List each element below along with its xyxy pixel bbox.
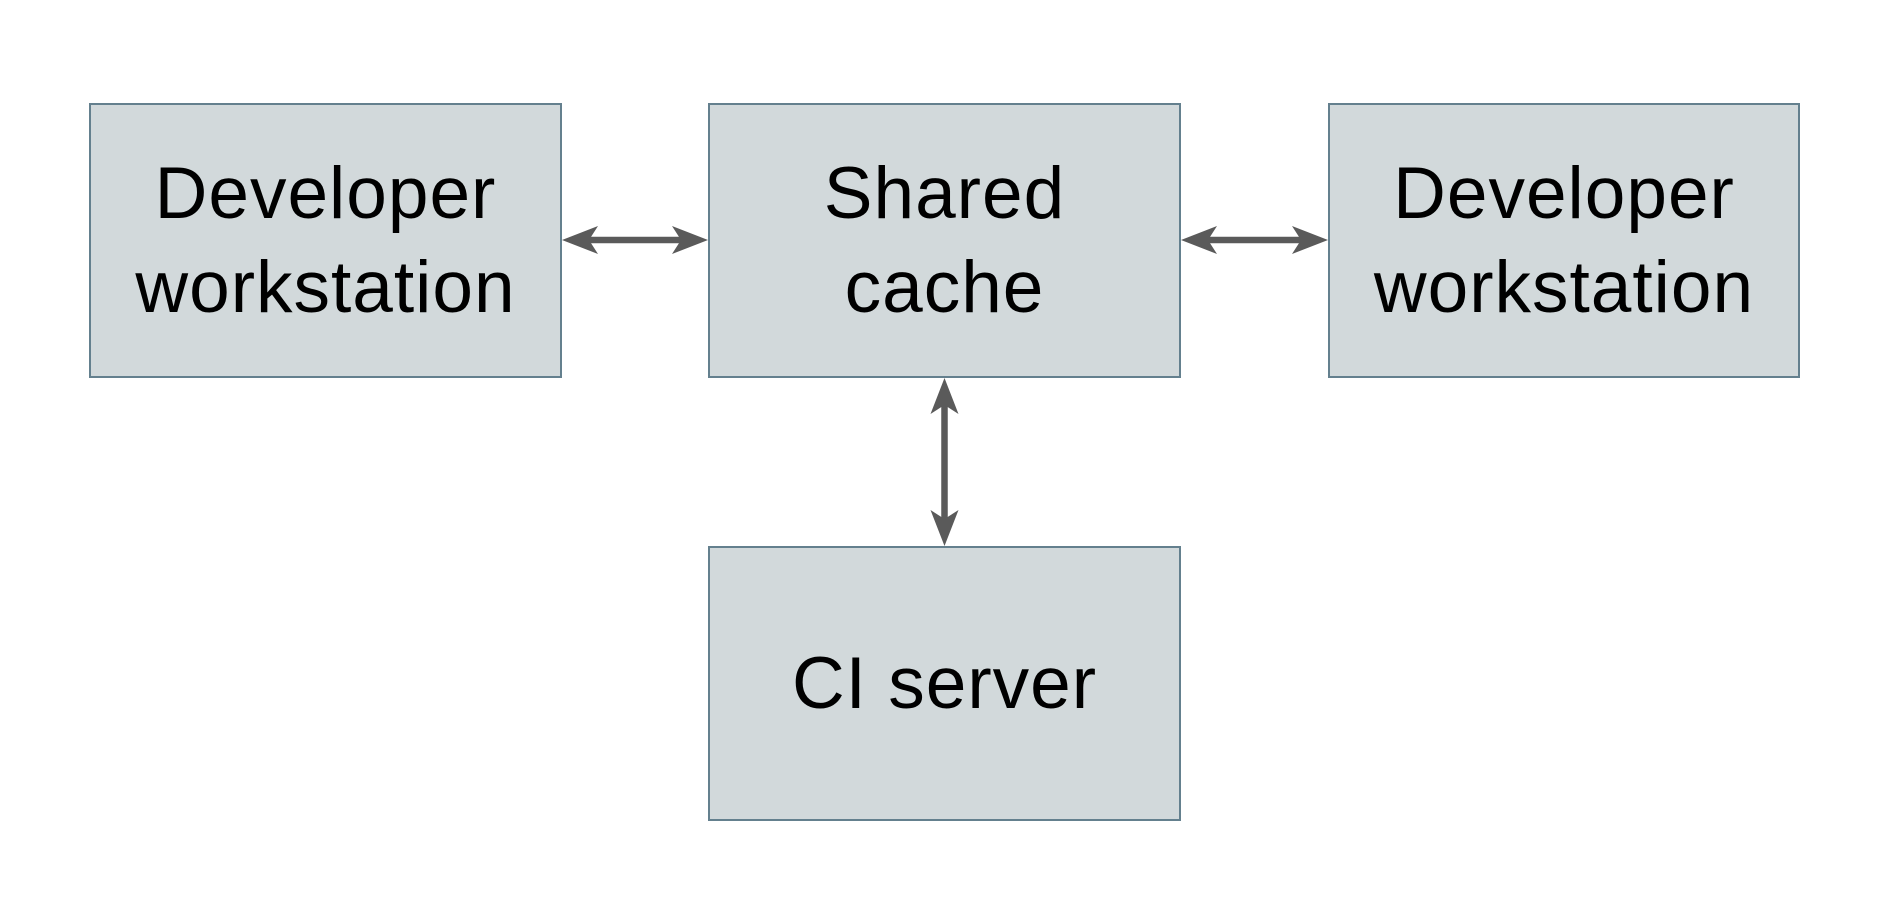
arrowhead-right-icon bbox=[672, 226, 708, 254]
node-developer-workstation-left: Developer workstation bbox=[89, 103, 562, 378]
node-label: Developer workstation bbox=[1373, 152, 1755, 328]
arrowhead-up-icon bbox=[930, 378, 959, 414]
edge-devleft-sharedcache bbox=[562, 226, 708, 254]
node-label: Developer workstation bbox=[135, 152, 516, 328]
node-shared-cache: Shared cache bbox=[708, 103, 1181, 378]
arrowhead-left-icon bbox=[562, 226, 598, 254]
edge-sharedcache-devright bbox=[1181, 226, 1328, 254]
node-developer-workstation-right: Developer workstation bbox=[1328, 103, 1800, 378]
node-label: Shared cache bbox=[823, 152, 1066, 328]
edge-sharedcache-ciserver bbox=[930, 378, 959, 546]
node-label: CI server bbox=[791, 642, 1098, 724]
arrowhead-right-icon bbox=[1292, 226, 1328, 254]
arrowhead-down-icon bbox=[930, 510, 959, 546]
node-ci-server: CI server bbox=[708, 546, 1181, 821]
arrowhead-left-icon bbox=[1181, 226, 1217, 254]
